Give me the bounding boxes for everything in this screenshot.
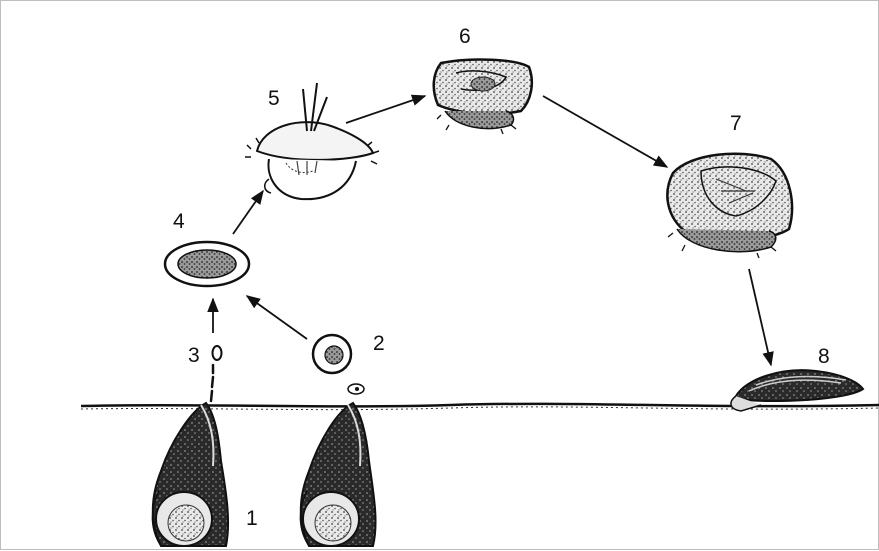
stage-5-larva bbox=[245, 83, 379, 199]
stage-3-larva bbox=[211, 346, 222, 401]
label-stage-5: 5 bbox=[268, 87, 280, 110]
label-stage-3: 3 bbox=[188, 344, 200, 367]
snail-left bbox=[152, 403, 228, 546]
label-stage-4: 4 bbox=[173, 210, 185, 233]
label-stage-1: 1 bbox=[246, 507, 258, 530]
arrow-4-to-5 bbox=[233, 191, 263, 234]
arrow-6-to-7 bbox=[543, 96, 667, 167]
arrow-7-to-8 bbox=[749, 269, 771, 365]
stage-7-juvenile bbox=[667, 154, 792, 258]
arrow-2-to-4 bbox=[247, 296, 307, 339]
stage-2-egg bbox=[313, 335, 364, 394]
label-stage-8: 8 bbox=[818, 345, 830, 368]
stage-4-cyst bbox=[165, 242, 249, 286]
label-stage-6: 6 bbox=[459, 25, 471, 48]
stage-6-juvenile bbox=[434, 60, 532, 134]
label-stage-2: 2 bbox=[373, 332, 385, 355]
arrow-5-to-6 bbox=[346, 96, 425, 123]
label-stage-7: 7 bbox=[730, 112, 742, 135]
snail-right bbox=[300, 403, 375, 546]
